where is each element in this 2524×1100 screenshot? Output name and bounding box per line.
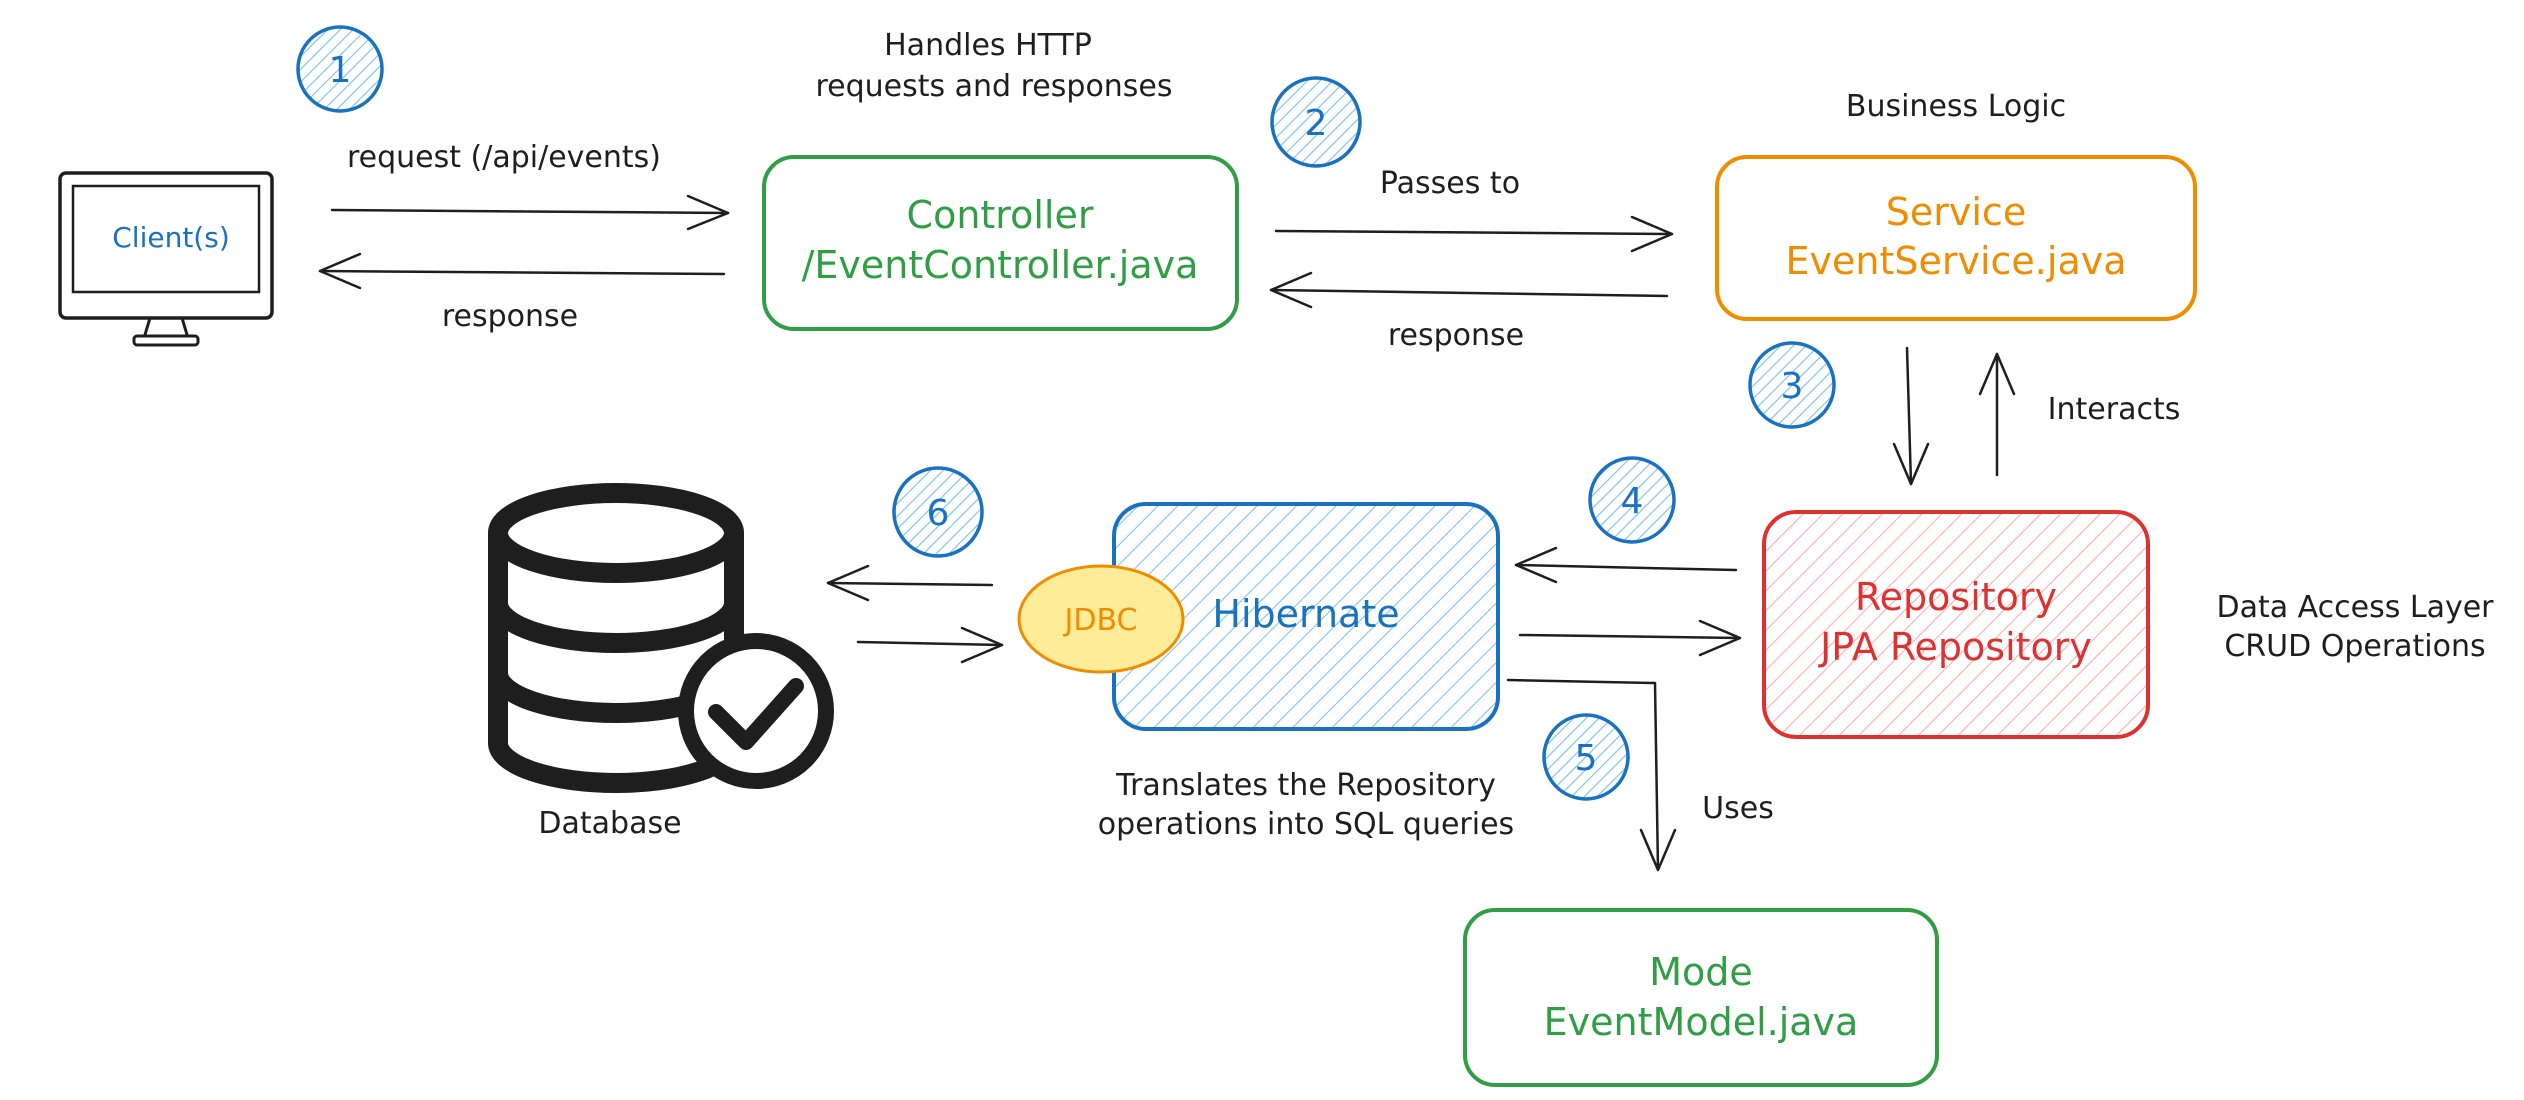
edge-label-request: request (/api/events) — [347, 140, 661, 175]
service-title-line1: Service — [1886, 190, 2026, 234]
hibernate-title: Hibernate — [1212, 592, 1399, 636]
arrow-response-client — [318, 252, 726, 290]
service-node: Service EventService.java — [1715, 155, 2197, 321]
arrow-jdbc-to-database — [826, 564, 994, 602]
service-note: Business Logic — [1846, 89, 2066, 124]
repository-node: Repository JPA Repository — [1762, 510, 2150, 739]
arrow-passes-to — [1274, 215, 1674, 253]
step-number: 1 — [329, 50, 352, 91]
model-title-line2: EventModel.java — [1544, 1000, 1859, 1044]
jdbc-node: JDBC — [1017, 564, 1185, 674]
arrow-response-service — [1269, 271, 1669, 309]
edge-label-interacts: Interacts — [2048, 392, 2181, 427]
step-number: 4 — [1621, 481, 1644, 522]
step-badge-5: 5 — [1542, 713, 1630, 801]
repository-note-line2: CRUD Operations — [2224, 629, 2485, 664]
hibernate-node: Hibernate — [1112, 502, 1500, 731]
arrow-repository-to-hibernate — [1514, 546, 1738, 584]
arrow-hibernate-to-repository — [1518, 619, 1742, 657]
repository-note-line1: Data Access Layer — [2216, 590, 2494, 625]
arrow-repository-to-service — [1978, 352, 2016, 477]
step-number: 6 — [927, 493, 950, 534]
hibernate-note-line2: operations into SQL queries — [1098, 807, 1514, 842]
controller-note-line1: Handles HTTP — [884, 28, 1092, 63]
arrow-database-to-jdbc — [856, 626, 1004, 664]
hibernate-note-line1: Translates the Repository — [1115, 768, 1496, 803]
model-title-line1: Mode — [1649, 950, 1753, 994]
client-node: Client(s) — [58, 171, 274, 347]
arrow-uses — [1506, 678, 1677, 872]
repository-title-line1: Repository — [1855, 575, 2057, 619]
arrow-service-to-repository — [1892, 346, 1930, 486]
step-number: 2 — [1305, 103, 1328, 144]
client-label: Client(s) — [112, 221, 230, 254]
jdbc-label: JDBC — [1063, 603, 1138, 638]
edge-label-passes-to: Passes to — [1380, 166, 1520, 201]
controller-title-line2: /EventController.java — [802, 243, 1199, 287]
edge-label-uses: Uses — [1702, 791, 1774, 826]
step-badge-1: 1 — [296, 25, 384, 113]
repository-title-line2: JPA Repository — [1818, 625, 2092, 669]
service-title-line2: EventService.java — [1786, 239, 2127, 283]
step-badge-3: 3 — [1748, 341, 1836, 429]
controller-title-line1: Controller — [907, 193, 1094, 237]
step-number: 5 — [1575, 738, 1598, 779]
step-badge-6: 6 — [892, 466, 984, 558]
edge-label-response-client: response — [442, 299, 578, 334]
controller-node: Controller /EventController.java — [762, 155, 1239, 331]
database-check-icon — [488, 483, 834, 793]
edge-label-response-service: response — [1388, 318, 1524, 353]
model-node: Mode EventModel.java — [1463, 908, 1939, 1087]
monitor-icon — [58, 171, 274, 347]
arrow-request — [330, 194, 730, 231]
step-number: 3 — [1781, 366, 1804, 407]
database-label: Database — [538, 806, 681, 841]
step-badge-2: 2 — [1270, 76, 1362, 168]
step-badge-4: 4 — [1588, 456, 1676, 544]
controller-note-line2: requests and responses — [815, 69, 1172, 104]
